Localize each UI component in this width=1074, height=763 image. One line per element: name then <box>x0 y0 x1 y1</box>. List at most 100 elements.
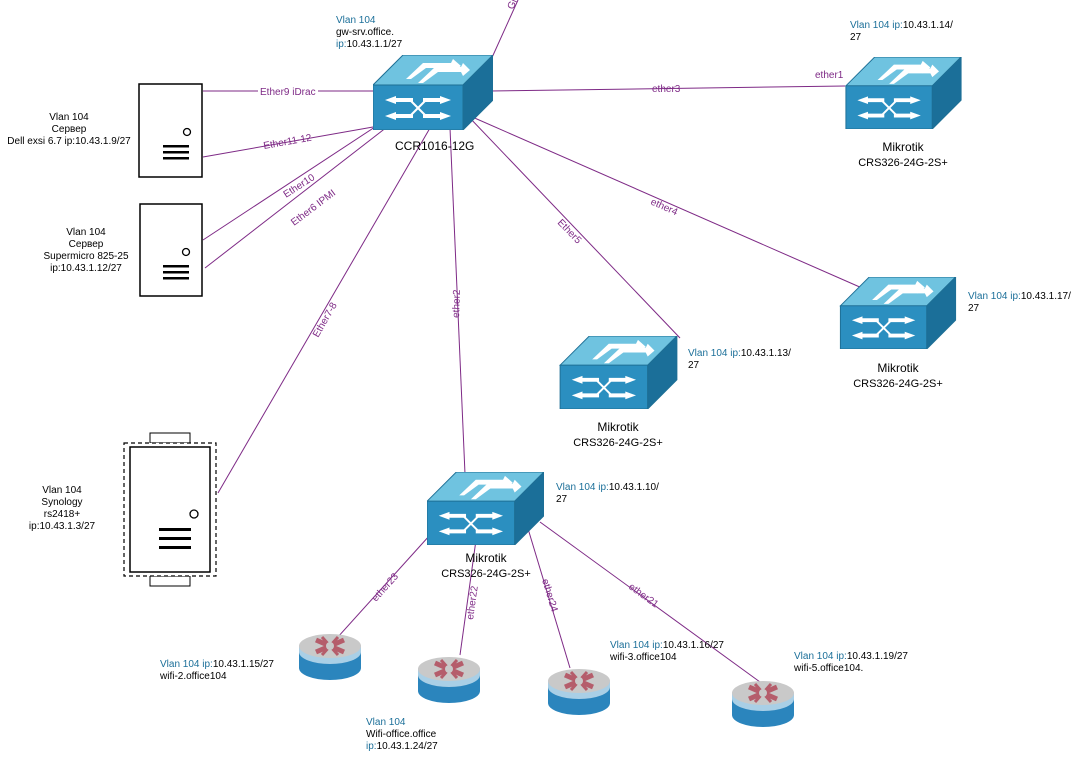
link-label-ether21: ether21 <box>626 582 660 611</box>
sw-r-info: Vlan 104 ip:10.43.1.17/ 27 <box>968 291 1071 315</box>
server-supermicro <box>139 203 203 297</box>
server-dell <box>138 83 203 178</box>
srv2-line4: ip:10.43.1.12/27 <box>50 263 122 274</box>
srv1-line1: Vlan 104 <box>49 112 89 123</box>
sw-b-name2: CRS326-24G-2S+ <box>441 568 531 580</box>
sw-m-ip1: 10.43.1.13/ <box>740 348 791 359</box>
ap2-info: Vlan 104 ip:10.43.1.15/27 wifi-2.office1… <box>160 659 274 683</box>
link-ether6 <box>204 126 388 269</box>
router-wifi-office-icon <box>418 657 480 703</box>
sw-tr-ip1: 10.43.1.14/ <box>902 20 953 31</box>
link-ether24 <box>525 521 571 669</box>
link-ether4 <box>469 115 863 289</box>
srv1-info: Vlan 104 Сервер Dell exsi 6.7 ip:10.43.1… <box>2 112 136 148</box>
ccr-vlan: Vlan 104 <box>336 15 376 26</box>
ap3-host: wifi-3.office104 <box>610 652 677 663</box>
sw-m-info: Vlan 104 ip:10.43.1.13/ 27 <box>688 348 791 372</box>
apo-vlan: Vlan 104 <box>366 717 406 728</box>
sw-tr-vlan: Vlan 104 ip: <box>850 20 903 31</box>
link-label-ether1: ether1 <box>815 70 844 81</box>
sw-r-name1: Mikrotik <box>877 361 919 375</box>
link-ether11-12 <box>202 126 374 158</box>
sw-b-name: Mikrotik CRS326-24G-2S+ <box>431 551 541 581</box>
ap3-info: Vlan 104 ip:10.43.1.16/27 wifi-3.office1… <box>610 640 724 664</box>
link-lines <box>202 0 863 683</box>
ap3-vlan: Vlan 104 ip: <box>610 640 663 651</box>
apo-ip: 10.43.1.24/27 <box>376 741 438 752</box>
link-ether21 <box>539 521 761 683</box>
sw-b-vlan: Vlan 104 ip: <box>556 482 609 493</box>
sw-tr-ip2: 27 <box>850 32 862 43</box>
ap5-info: Vlan 104 ip:10.43.1.19/27 wifi-5.office1… <box>794 651 908 675</box>
switch-middle-icon <box>559 336 678 409</box>
sw-m-ip2: 27 <box>688 360 700 371</box>
router-wifi-3-icon <box>548 669 610 715</box>
ap2-ip: 10.43.1.15/27 <box>212 659 274 670</box>
sw-m-name2: CRS326-24G-2S+ <box>573 437 663 449</box>
sw-b-info: Vlan 104 ip:10.43.1.10/ 27 <box>556 482 659 506</box>
link-label-gi: Gi <box>506 0 520 11</box>
link-label-ether4: ether4 <box>649 197 680 219</box>
sw-r-name2: CRS326-24G-2S+ <box>853 378 943 390</box>
srv1-line2: Сервер <box>51 124 87 135</box>
srv2-info: Vlan 104 Сервер Supermicro 825-25 ip:10.… <box>40 227 132 275</box>
sw-r-name: Mikrotik CRS326-24G-2S+ <box>843 361 953 391</box>
sw-r-ip1: 10.43.1.17/ <box>1020 291 1071 302</box>
apo-info: Vlan 104 Wifi-office.office ip:10.43.1.2… <box>366 717 438 753</box>
apo-ip-key: ip: <box>366 741 377 752</box>
ap5-vlan: Vlan 104 ip: <box>794 651 847 662</box>
ap2-vlan: Vlan 104 ip: <box>160 659 213 670</box>
ccr-ip-key: ip: <box>336 39 347 50</box>
ccr-ip: 10.43.1.1/27 <box>346 39 403 50</box>
link-ether5 <box>467 115 681 339</box>
nas-line4: ip:10.43.1.3/27 <box>28 521 96 532</box>
sw-m-name1: Mikrotik <box>597 420 639 434</box>
ap2-host: wifi-2.office104 <box>160 671 227 682</box>
nas-line2: Synology <box>41 497 83 508</box>
link-ether2 <box>449 127 466 475</box>
srv2-line1: Vlan 104 <box>66 227 106 238</box>
link-label-ether2: ether2 <box>451 289 463 318</box>
link-ether22 <box>459 539 477 656</box>
srv2-line2: Сервер <box>68 239 104 250</box>
sw-b-ip2: 27 <box>556 494 568 505</box>
router-wifi-2-icon <box>299 634 361 680</box>
apo-host: Wifi-office.office <box>366 729 437 740</box>
sw-tr-name2: CRS326-24G-2S+ <box>858 157 948 169</box>
switch-top-right-icon <box>845 57 962 129</box>
link-label-ether23: ether23 <box>370 571 401 604</box>
link-ether10 <box>202 126 376 241</box>
link-ether23 <box>336 534 431 639</box>
link-label-ether22: ether22 <box>465 585 481 621</box>
sw-m-name: Mikrotik CRS326-24G-2S+ <box>563 420 673 450</box>
sw-r-ip2: 27 <box>968 303 980 314</box>
link-label-ether7-8: Ether7-8 <box>311 300 340 339</box>
link-label-ether11-12: Ether11-12 <box>263 133 313 152</box>
ap3-ip: 10.43.1.16/27 <box>662 640 724 651</box>
nas-info: Vlan 104 Synology rs2418+ ip:10.43.1.3/2… <box>22 485 102 533</box>
srv1-line3: Dell exsi 6.7 ip:10.43.1.9/27 <box>7 136 131 147</box>
nas-line3: rs2418+ <box>43 509 81 520</box>
link-label-ether3: ether3 <box>652 84 681 95</box>
link-ether3 <box>489 85 846 92</box>
sw-m-vlan: Vlan 104 ip: <box>688 348 741 359</box>
sw-b-name1: Mikrotik <box>465 551 507 565</box>
switch-right-icon <box>839 277 957 349</box>
sw-b-ip1: 10.43.1.10/ <box>608 482 659 493</box>
link-gi <box>489 0 519 63</box>
switch-ccr-icon <box>373 55 493 130</box>
sw-tr-name1: Mikrotik <box>882 140 924 154</box>
switch-bottom-icon <box>427 472 544 545</box>
ap5-ip: 10.43.1.19/27 <box>846 651 908 662</box>
link-label-ether24: ether24 <box>539 578 560 614</box>
nas-line1: Vlan 104 <box>42 485 82 496</box>
ap5-host: wifi-5.office104. <box>794 663 864 674</box>
sw-r-vlan: Vlan 104 ip: <box>968 291 1021 302</box>
sw-tr-info: Vlan 104 ip:10.43.1.14/ 27 <box>850 20 953 44</box>
srv2-line3: Supermicro 825-25 <box>43 251 129 262</box>
sw-tr-name: Mikrotik CRS326-24G-2S+ <box>848 140 958 170</box>
link-ether7-8 <box>217 127 431 494</box>
router-wifi-5-icon <box>732 681 794 727</box>
ccr-info: Vlan 104 gw-srv.office. ip:10.43.1.1/27 <box>336 15 402 51</box>
